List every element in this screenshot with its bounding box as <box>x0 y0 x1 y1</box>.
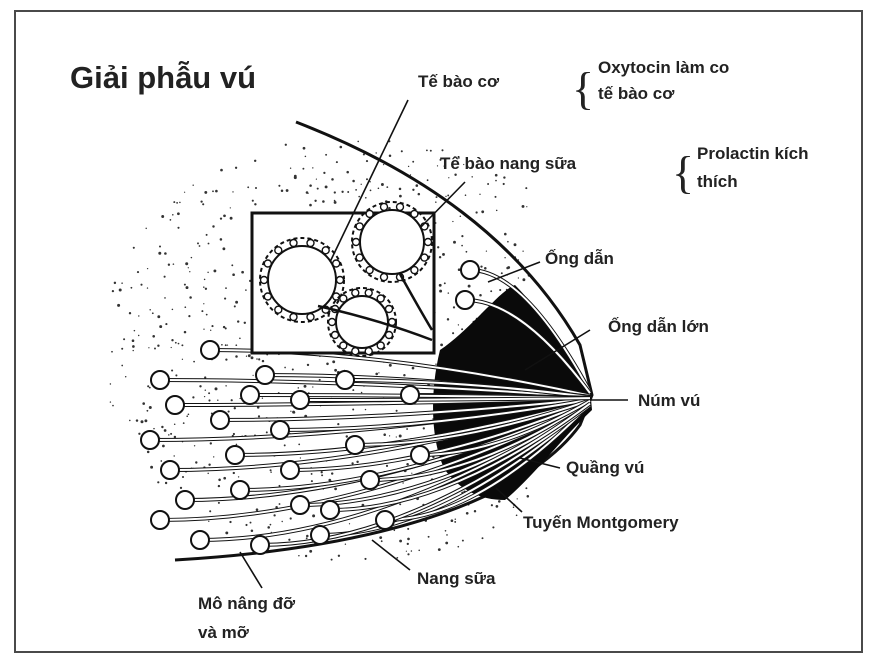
brace-oxytocin: { <box>572 63 594 114</box>
label-nipple: Núm vú <box>638 391 700 410</box>
label-large-duct: Ống dẫn lớn <box>608 316 709 336</box>
label-montgomery-gland: Tuyến Montgomery <box>523 513 679 532</box>
label-myoepithelial-cell: Tế bào cơ <box>418 72 500 91</box>
label-oxytocin-1: Oxytocin làm co <box>598 58 729 77</box>
brace-prolactin: { <box>672 147 694 198</box>
label-duct: Ống dẫn <box>545 248 614 268</box>
label-prolactin-2: thích <box>697 172 738 191</box>
label-alveolar-cell: Tế bào nang sữa <box>440 154 577 173</box>
label-alveoli: Nang sữa <box>417 569 496 588</box>
diagram-title: Giải phẫu vú <box>70 60 256 95</box>
label-supporting-tissue-1: Mô nâng đỡ <box>198 594 296 613</box>
label-prolactin-1: Prolactin kích <box>697 144 808 163</box>
label-areola: Quầng vú <box>566 458 644 477</box>
label-oxytocin-2: tế bào cơ <box>598 84 675 103</box>
label-supporting-tissue-2: và mỡ <box>198 623 250 642</box>
